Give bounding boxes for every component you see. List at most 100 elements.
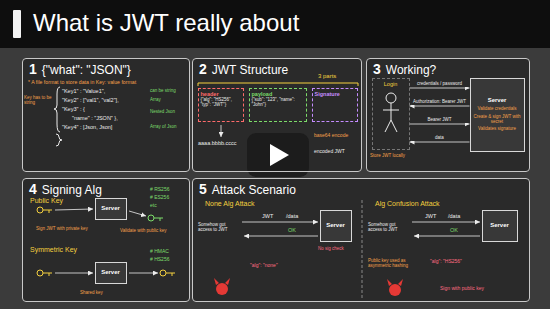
- note-label: encoded JWT: [314, 148, 358, 154]
- box-text: Signature: [315, 91, 355, 98]
- note-label: # ES256: [150, 194, 169, 200]
- panel-number: 2: [199, 61, 207, 78]
- key-icon: [154, 218, 163, 221]
- hacker-devil: [216, 283, 228, 295]
- section-divider: [362, 200, 363, 298]
- note-label: Public key used as asymmetric hashing: [368, 258, 418, 269]
- note-label: Array of Json: [150, 124, 186, 129]
- box-text: header: [201, 91, 241, 98]
- panel-number: 4: [29, 181, 37, 198]
- note-label: Somehow got access to JWT: [368, 222, 408, 233]
- note-label: "name" : "JSON" },: [72, 115, 118, 122]
- signing-arrow: [55, 209, 93, 210]
- note-label: Nested Json: [150, 109, 186, 114]
- box-text: Validate credentials: [473, 106, 522, 111]
- note-label: Key has to be string: [24, 95, 54, 106]
- server-box: Server: [95, 262, 127, 284]
- note-label: "Key3" : {: [62, 106, 85, 113]
- note-label: Somehow got access to JWT: [198, 222, 238, 233]
- box-text: Login: [375, 81, 407, 88]
- server-box: Server: [482, 210, 518, 242]
- box-text: Server: [473, 97, 522, 104]
- panel-title: JWT Structure: [212, 63, 288, 77]
- attack-arrow: [244, 236, 318, 237]
- box-text: Server: [98, 269, 124, 276]
- note-label: "Key4" : [Json, Json]: [62, 124, 112, 131]
- note-label: JWT: [262, 213, 273, 220]
- title-bar: [0, 0, 550, 48]
- panel-title: {"what": "JSON"}: [42, 63, 131, 77]
- note-label: OK: [450, 227, 458, 234]
- parts-bracket: [198, 83, 358, 86]
- arrow-label: credentials / password: [412, 81, 468, 86]
- user-figure: [383, 103, 399, 132]
- hacker-devil: [214, 278, 403, 296]
- attack-arrow: [414, 236, 480, 237]
- request-arrow: [410, 106, 470, 107]
- panel: 5Attack ScenarioServerServer: [192, 178, 530, 302]
- arrow-label: Authorization: Bearer JWT: [412, 99, 468, 104]
- key-icon: [43, 210, 52, 213]
- title-icon: [13, 10, 21, 38]
- panel-ground: [192, 178, 530, 302]
- panel-ground: [22, 58, 530, 302]
- panel-number: 3: [373, 61, 381, 78]
- note-label: Validate with public key: [120, 228, 182, 233]
- request-arrow: [410, 124, 470, 125]
- title: What is JWT really about: [33, 9, 299, 37]
- note-label: /data: [448, 213, 460, 220]
- note-label: Sign JWT with private key: [36, 226, 88, 231]
- note-label: * A file format to store data in Key: va…: [28, 79, 186, 85]
- note-label: "Key1" : "Value1",: [62, 88, 105, 95]
- key-icon: [37, 270, 43, 276]
- json-brace: [56, 134, 62, 146]
- hacker-devil: [389, 284, 401, 296]
- box-text: Server: [323, 222, 349, 229]
- panel-title: Signing Alg: [42, 183, 102, 197]
- panel: 2JWT Structureheader{"alg": "HS256", "ty…: [192, 58, 362, 172]
- note-label: Alg Confusion Attack: [375, 200, 440, 208]
- panel-number: 1: [29, 61, 37, 78]
- server-box: Server: [320, 210, 352, 242]
- attack-arrow: [242, 222, 480, 236]
- encode-arrow: [221, 125, 222, 137]
- note-label: OK: [288, 227, 296, 234]
- play-button: [270, 144, 289, 166]
- note-label: "Key2" : ["val1", "val2"],: [62, 97, 119, 104]
- token-part-box: payload{"sub": "123", "name": "John"}: [249, 88, 307, 122]
- panel-ground: [22, 178, 190, 302]
- box-text: {"sub": "123", "name": "John"}: [252, 97, 304, 108]
- note-label: Public Key: [30, 197, 63, 205]
- play-button: [247, 133, 309, 177]
- user-figure: [386, 93, 396, 103]
- title-bar: [0, 0, 550, 48]
- note-label: aaaa.bbbb.cccc: [198, 140, 237, 147]
- note-label: # RS256: [150, 186, 169, 192]
- key-icon: [160, 270, 166, 276]
- arrow-label: data: [412, 135, 468, 140]
- panel-title: Working?: [386, 63, 436, 77]
- box-text: Server: [98, 205, 124, 212]
- note-label: /data: [286, 213, 298, 220]
- note-label: etc: [150, 202, 157, 208]
- json-brace: [54, 87, 60, 132]
- note-label: base64 encode: [314, 132, 358, 138]
- note-label: 3 parts: [318, 73, 336, 80]
- note-label: JWT: [425, 213, 436, 220]
- key-icon: [37, 207, 43, 213]
- request-arrow: [410, 142, 470, 143]
- note-label: # HS256: [150, 256, 169, 262]
- note-label: # HMAC: [150, 248, 169, 254]
- user-figure: [383, 93, 399, 132]
- note-label: "alg": "none": [250, 262, 278, 268]
- title-icon: [13, 10, 21, 38]
- note-label: can be string: [150, 88, 186, 93]
- panel-ground: [22, 58, 190, 172]
- signing-arrow: [129, 211, 146, 216]
- note-label: Sign with public key: [440, 285, 484, 291]
- box-text: Create & sign JWT with secret: [473, 114, 522, 125]
- panel-title: Attack Scenario: [212, 183, 296, 197]
- note-label: Symmetric Key: [30, 246, 77, 254]
- client-box: Login: [372, 78, 410, 150]
